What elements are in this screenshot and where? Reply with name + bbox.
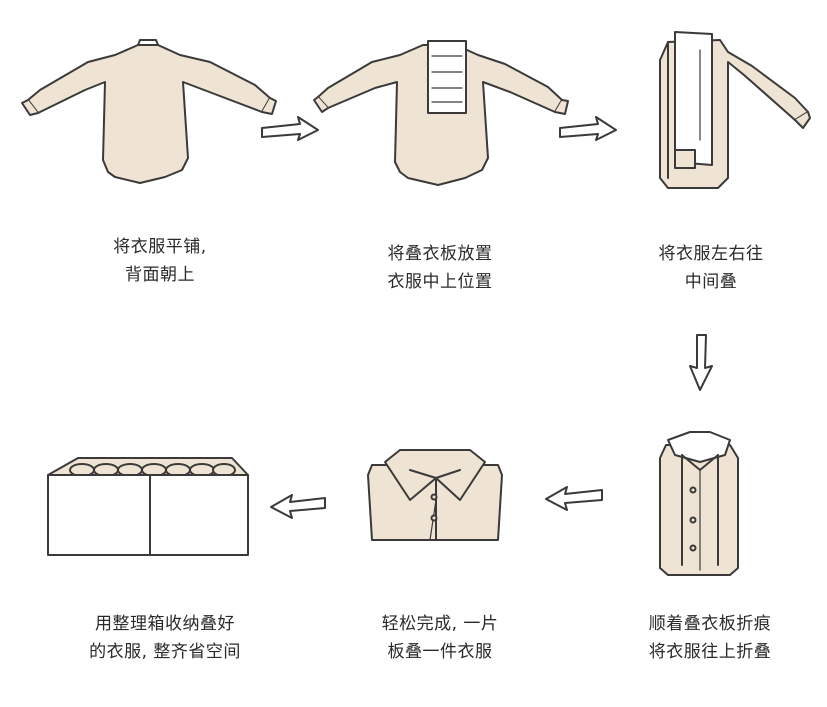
- arrow-right-icon: [559, 116, 617, 141]
- arrow-left-icon: [545, 486, 603, 511]
- step-4-caption: 顺着叠衣板折痕 将衣服往上折叠: [610, 610, 810, 666]
- caption-line: 的衣服, 整齐省空间: [89, 642, 241, 662]
- caption-line: 中间叠: [684, 272, 738, 292]
- caption-line: 将衣服平铺,: [113, 237, 207, 257]
- caption-line: 将衣服往上折叠: [648, 642, 772, 662]
- shirt-sides-folded-illustration: [659, 31, 811, 189]
- storage-box-illustration: [47, 457, 249, 556]
- caption-line: 将叠衣板放置: [387, 244, 493, 264]
- step-3-caption: 将衣服左右往 中间叠: [636, 240, 786, 296]
- shirt-flat-illustration: [21, 39, 277, 184]
- caption-line: 衣服中上位置: [387, 272, 493, 292]
- caption-line: 背面朝上: [125, 265, 195, 285]
- caption-line: 顺着叠衣板折痕: [648, 614, 772, 634]
- arrow-down-icon: [689, 334, 713, 391]
- step-6-caption: 用整理箱收纳叠好 的衣服, 整齐省空间: [55, 610, 275, 666]
- step-5-caption: 轻松完成, 一片 板叠一件衣服: [350, 610, 530, 666]
- shirt-folded-up-illustration: [659, 431, 739, 576]
- step-1-caption: 将衣服平铺, 背面朝上: [90, 233, 230, 289]
- shirt-with-board-illustration: [313, 40, 569, 186]
- caption-line: 将衣服左右往: [658, 244, 764, 264]
- arrow-right-icon: [261, 116, 319, 141]
- arrow-left-icon: [270, 494, 326, 519]
- step-2-caption: 将叠衣板放置 衣服中上位置: [365, 240, 515, 296]
- shirt-finished-illustration: [367, 449, 503, 541]
- caption-line: 轻松完成, 一片: [381, 614, 499, 634]
- caption-line: 用整理箱收纳叠好: [95, 614, 235, 634]
- caption-line: 板叠一件衣服: [387, 642, 493, 662]
